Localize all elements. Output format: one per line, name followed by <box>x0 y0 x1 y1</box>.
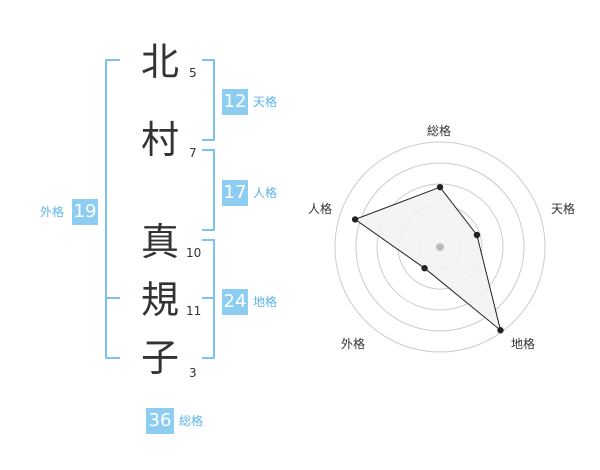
radar-axis-label-chikaku: 地格 <box>511 337 536 351</box>
radar-ring-4 <box>355 162 525 332</box>
jinkaku-bracket <box>202 149 215 231</box>
chikaku-label: 地格 <box>253 295 278 309</box>
stroke-count-1: 5 <box>189 66 197 80</box>
radar-point-1 <box>473 231 481 239</box>
soukaku-label: 総格 <box>179 414 204 428</box>
tenkaku-score: 12 <box>222 89 248 115</box>
name-char-1: 北 <box>140 40 179 84</box>
stroke-count-5: 3 <box>189 366 197 380</box>
radar-point-2 <box>497 327 504 334</box>
name-char-5: 子 <box>140 336 179 380</box>
radar-axis-label-gaikaku: 外格 <box>341 337 366 351</box>
stroke-count-4: 11 <box>186 304 202 318</box>
tenkaku-label: 天格 <box>253 95 278 109</box>
radar-axis-label-jinkaku: 人格 <box>308 202 333 216</box>
radar-series-polygon <box>354 186 502 332</box>
radar-point-4 <box>351 216 359 223</box>
gaikaku-label: 外格 <box>40 205 65 219</box>
name-char-3: 真 <box>140 220 179 264</box>
radar-axis-label-tenkaku: 天格 <box>551 202 576 216</box>
radar-ring-5 <box>334 141 546 353</box>
gaikaku-bracket <box>105 59 120 359</box>
radar-point-3 <box>421 265 428 272</box>
jinkaku-score: 17 <box>222 180 248 206</box>
radar-center-dot <box>436 243 444 251</box>
jinkaku-label: 人格 <box>253 186 278 200</box>
name-char-2: 村 <box>140 118 179 162</box>
radar-point-0 <box>436 183 444 191</box>
tenkaku-bracket <box>202 59 215 141</box>
name-char-4: 規 <box>140 278 179 322</box>
soukaku-score: 36 <box>146 408 174 434</box>
chikaku-score: 24 <box>222 289 248 315</box>
gaikaku-score: 19 <box>72 199 98 225</box>
radar-axis-label-soukaku: 総格 <box>427 124 452 138</box>
stroke-count-2: 7 <box>189 146 197 160</box>
stroke-count-3: 10 <box>186 246 202 260</box>
